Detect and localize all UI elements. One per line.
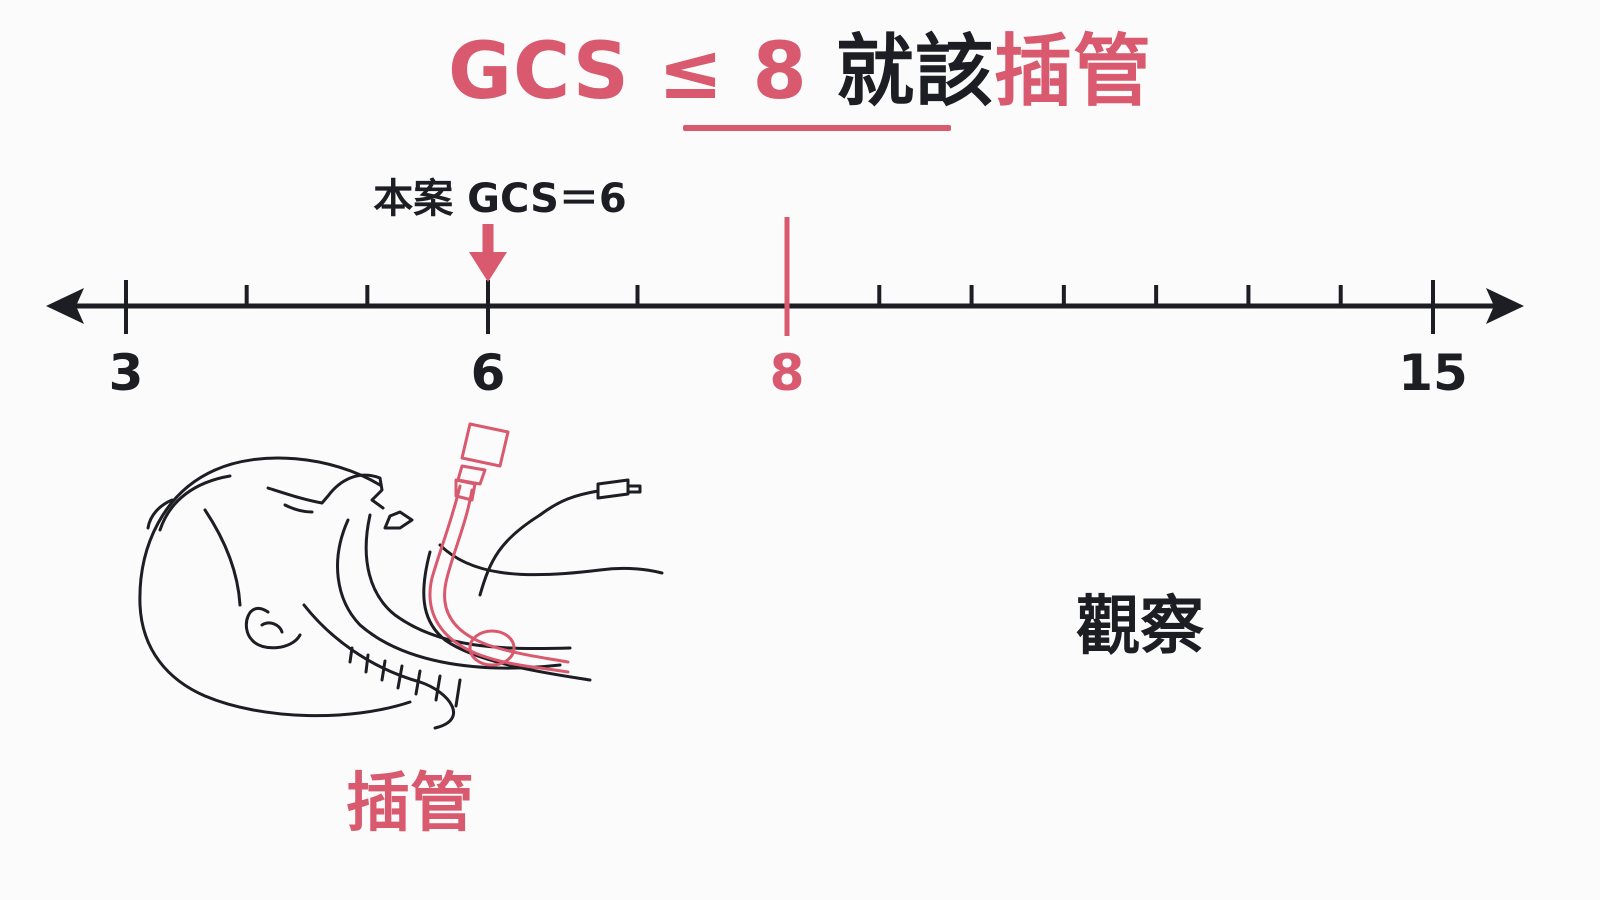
title-should: 就該 [835,27,994,117]
axis-tick-labels: 3 6 8 15 [109,344,1468,402]
axis-right-arrow-icon [1486,288,1524,324]
title-underline [683,125,951,131]
head-outline [138,456,412,718]
case-gcs-label: 本案 GCS＝6 [373,176,627,222]
page-title: GCS ≤ 8 就該插管 [0,22,1600,122]
axis-tick-label: 3 [109,344,144,402]
axis-tick-label: 15 [1398,344,1468,402]
axis-ticks [124,280,1435,334]
intubated-patient-illustration [138,422,664,730]
down-arrow-icon [469,224,507,282]
axis-left-arrow-icon [46,288,84,324]
observe-label: 觀察 [1076,590,1204,664]
axis-tick-label: 6 [471,344,506,402]
axis-tick-label: 8 [770,344,805,402]
intubation-label: 插管 [346,767,474,841]
title-gcs-rule: GCS ≤ 8 [447,27,836,117]
gcs-number-line [46,288,1524,324]
title-intubate: 插管 [993,27,1152,117]
